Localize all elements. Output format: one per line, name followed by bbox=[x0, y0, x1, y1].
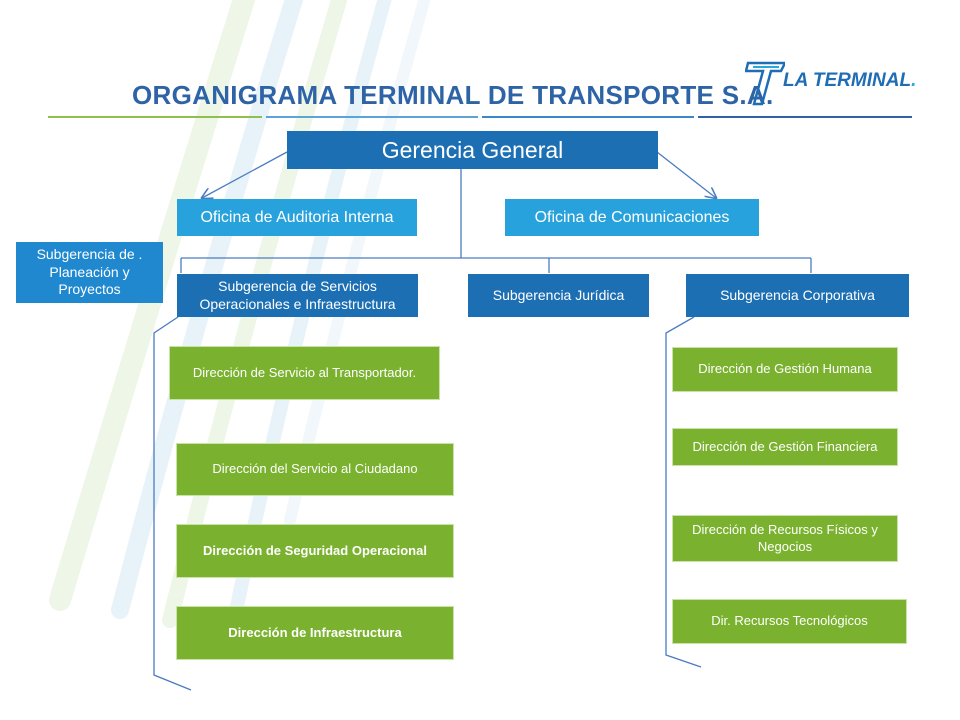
logo-dot: . bbox=[911, 70, 917, 91]
node-label: Oficina de Comunicaciones bbox=[534, 208, 730, 226]
node-direccion-gestion-humana[interactable]: Dirección de Gestión Humana bbox=[672, 347, 898, 392]
node-label: Dirección del Servicio al Ciudadano bbox=[212, 461, 418, 477]
node-label: Dirección de Servicio al Transportador. bbox=[192, 364, 417, 380]
node-direccion-transportador[interactable]: Dirección de Servicio al Transportador. bbox=[169, 346, 440, 400]
node-label: Subgerencia de . Planeación y Proyectos bbox=[36, 246, 143, 298]
node-label: Subgerencia de Servicios Operacionales e… bbox=[199, 278, 396, 312]
node-direccion-seguridad[interactable]: Dirección de Seguridad Operacional bbox=[176, 524, 454, 578]
node-direccion-infraestructura[interactable]: Dirección de Infraestructura bbox=[176, 606, 454, 660]
node-label: Dirección de Gestión Financiera bbox=[692, 438, 878, 454]
node-label: Dirección de Seguridad Operacional bbox=[203, 542, 427, 558]
node-subgerencia-juridica[interactable]: Subgerencia Jurídica bbox=[468, 274, 649, 317]
page-title: ORGANIGRAMA TERMINAL DE TRANSPORTE S.A. bbox=[132, 80, 774, 110]
node-label: Subgerencia Jurídica bbox=[492, 286, 625, 303]
logo-text-label: LA TERMINAL bbox=[783, 70, 912, 91]
node-label: Subgerencia Corporativa bbox=[720, 286, 875, 303]
node-subgerencia-corporativa[interactable]: Subgerencia Corporativa bbox=[686, 274, 909, 317]
node-oficina-auditoria[interactable]: Oficina de Auditoria Interna bbox=[177, 199, 417, 236]
logo-mark-icon bbox=[745, 61, 785, 106]
node-direccion-recursos-fisicos[interactable]: Dirección de Recursos Físicos y Negocios bbox=[672, 515, 898, 562]
la-terminal-logo: LA TERMINAL. bbox=[745, 60, 920, 110]
node-label: Dir. Recursos Tecnológicos bbox=[711, 613, 868, 629]
node-direccion-ciudadano[interactable]: Dirección del Servicio al Ciudadano bbox=[176, 443, 454, 496]
node-direccion-gestion-financiera[interactable]: Dirección de Gestión Financiera bbox=[672, 428, 898, 466]
node-label: Oficina de Auditoria Interna bbox=[200, 208, 394, 226]
node-direccion-recursos-tecnologicos[interactable]: Dir. Recursos Tecnológicos bbox=[672, 599, 907, 644]
node-label: Dirección de Gestión Humana bbox=[698, 361, 872, 377]
node-label: Gerencia General bbox=[381, 136, 564, 163]
node-subgerencia-planeacion[interactable]: Subgerencia de . Planeación y Proyectos bbox=[16, 242, 163, 303]
node-gerencia-general[interactable]: Gerencia General bbox=[287, 131, 658, 169]
logo-text: LA TERMINAL. bbox=[783, 70, 916, 92]
node-oficina-comunicaciones[interactable]: Oficina de Comunicaciones bbox=[505, 199, 759, 236]
node-label: Dirección de Recursos Físicos y Negocios bbox=[692, 522, 878, 554]
node-label: Dirección de Infraestructura bbox=[228, 624, 402, 640]
node-subgerencia-servicios[interactable]: Subgerencia de Servicios Operacionales e… bbox=[177, 274, 418, 317]
